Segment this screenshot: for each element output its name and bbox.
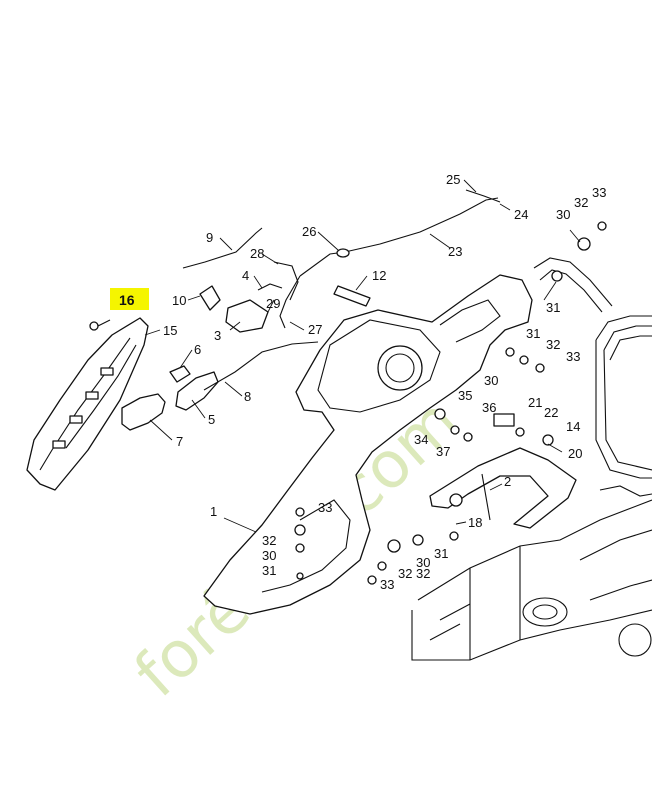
part-7-trigger <box>121 393 166 431</box>
callout-1: 1 <box>210 504 217 519</box>
callout-3: 3 <box>214 328 221 343</box>
callout-12: 12 <box>372 268 386 283</box>
callout-33-d: 33 <box>318 500 332 515</box>
part-23-cable <box>299 197 499 277</box>
callout-31-d: 31 <box>262 563 276 578</box>
hardware-group <box>294 221 607 585</box>
callout-20: 20 <box>568 446 582 461</box>
callout-30-e: 30 <box>416 555 430 570</box>
leader-lines <box>144 179 581 533</box>
callout-2: 2 <box>504 474 511 489</box>
callout-30-a: 30 <box>556 207 570 222</box>
callout-33-b: 33 <box>566 349 580 364</box>
callout-31-c: 31 <box>434 546 448 561</box>
callout-8: 8 <box>244 389 251 404</box>
callout-22: 22 <box>544 405 558 420</box>
callout-15: 15 <box>163 323 177 338</box>
part-24-wire <box>465 189 501 203</box>
callout-labels: 16 15 6 7 5 8 9 28 4 10 29 3 27 26 25 24… <box>119 172 606 592</box>
callout-31-a: 31 <box>546 300 560 315</box>
tank-outline <box>595 315 652 341</box>
callout-31-b: 31 <box>526 326 540 341</box>
callout-25: 25 <box>446 172 460 187</box>
callout-36: 36 <box>482 400 496 415</box>
engine-outline <box>411 485 652 661</box>
callout-32-a: 32 <box>574 195 588 210</box>
callout-33-c: 33 <box>380 577 394 592</box>
callout-16: 16 <box>119 292 135 308</box>
callout-24: 24 <box>514 207 528 222</box>
callout-34: 34 <box>414 432 428 447</box>
callout-32-e: 32 <box>416 566 430 581</box>
callout-32-b: 32 <box>546 337 560 352</box>
callout-9: 9 <box>206 230 213 245</box>
callout-5: 5 <box>208 412 215 427</box>
part-5-lever <box>175 371 219 411</box>
callout-14: 14 <box>566 419 580 434</box>
part-8-rod <box>203 341 319 391</box>
callout-29: 29 <box>266 296 280 311</box>
callout-10: 10 <box>172 293 186 308</box>
callout-35: 35 <box>458 388 472 403</box>
callout-4: 4 <box>242 268 249 283</box>
part-16-screw <box>89 319 111 331</box>
callout-7: 7 <box>176 434 183 449</box>
part-9-rod <box>182 227 263 269</box>
callout-33-a: 33 <box>592 185 606 200</box>
callout-30-d: 30 <box>262 548 276 563</box>
part-20-plate <box>429 447 577 529</box>
part-6-spring <box>169 365 191 383</box>
callout-6: 6 <box>194 342 201 357</box>
highlight-box <box>110 288 149 310</box>
callout-21: 21 <box>528 395 542 410</box>
callout-28: 28 <box>250 246 264 261</box>
callout-23: 23 <box>448 244 462 259</box>
part-28-spring <box>273 261 299 301</box>
callout-26: 26 <box>302 224 316 239</box>
part-10-lever <box>199 285 221 311</box>
callout-37: 37 <box>436 444 450 459</box>
callout-27: 27 <box>308 322 322 337</box>
callout-18: 18 <box>468 515 482 530</box>
part-12-spring <box>333 285 371 307</box>
callout-32-d: 32 <box>262 533 276 548</box>
part-31-tube <box>533 257 613 307</box>
callout-30-b: 30 <box>484 373 498 388</box>
part-2-screw <box>481 473 491 521</box>
part-1-housing <box>203 274 533 615</box>
part-3-throttle <box>225 299 269 333</box>
callout-32-c: 32 <box>398 566 412 581</box>
